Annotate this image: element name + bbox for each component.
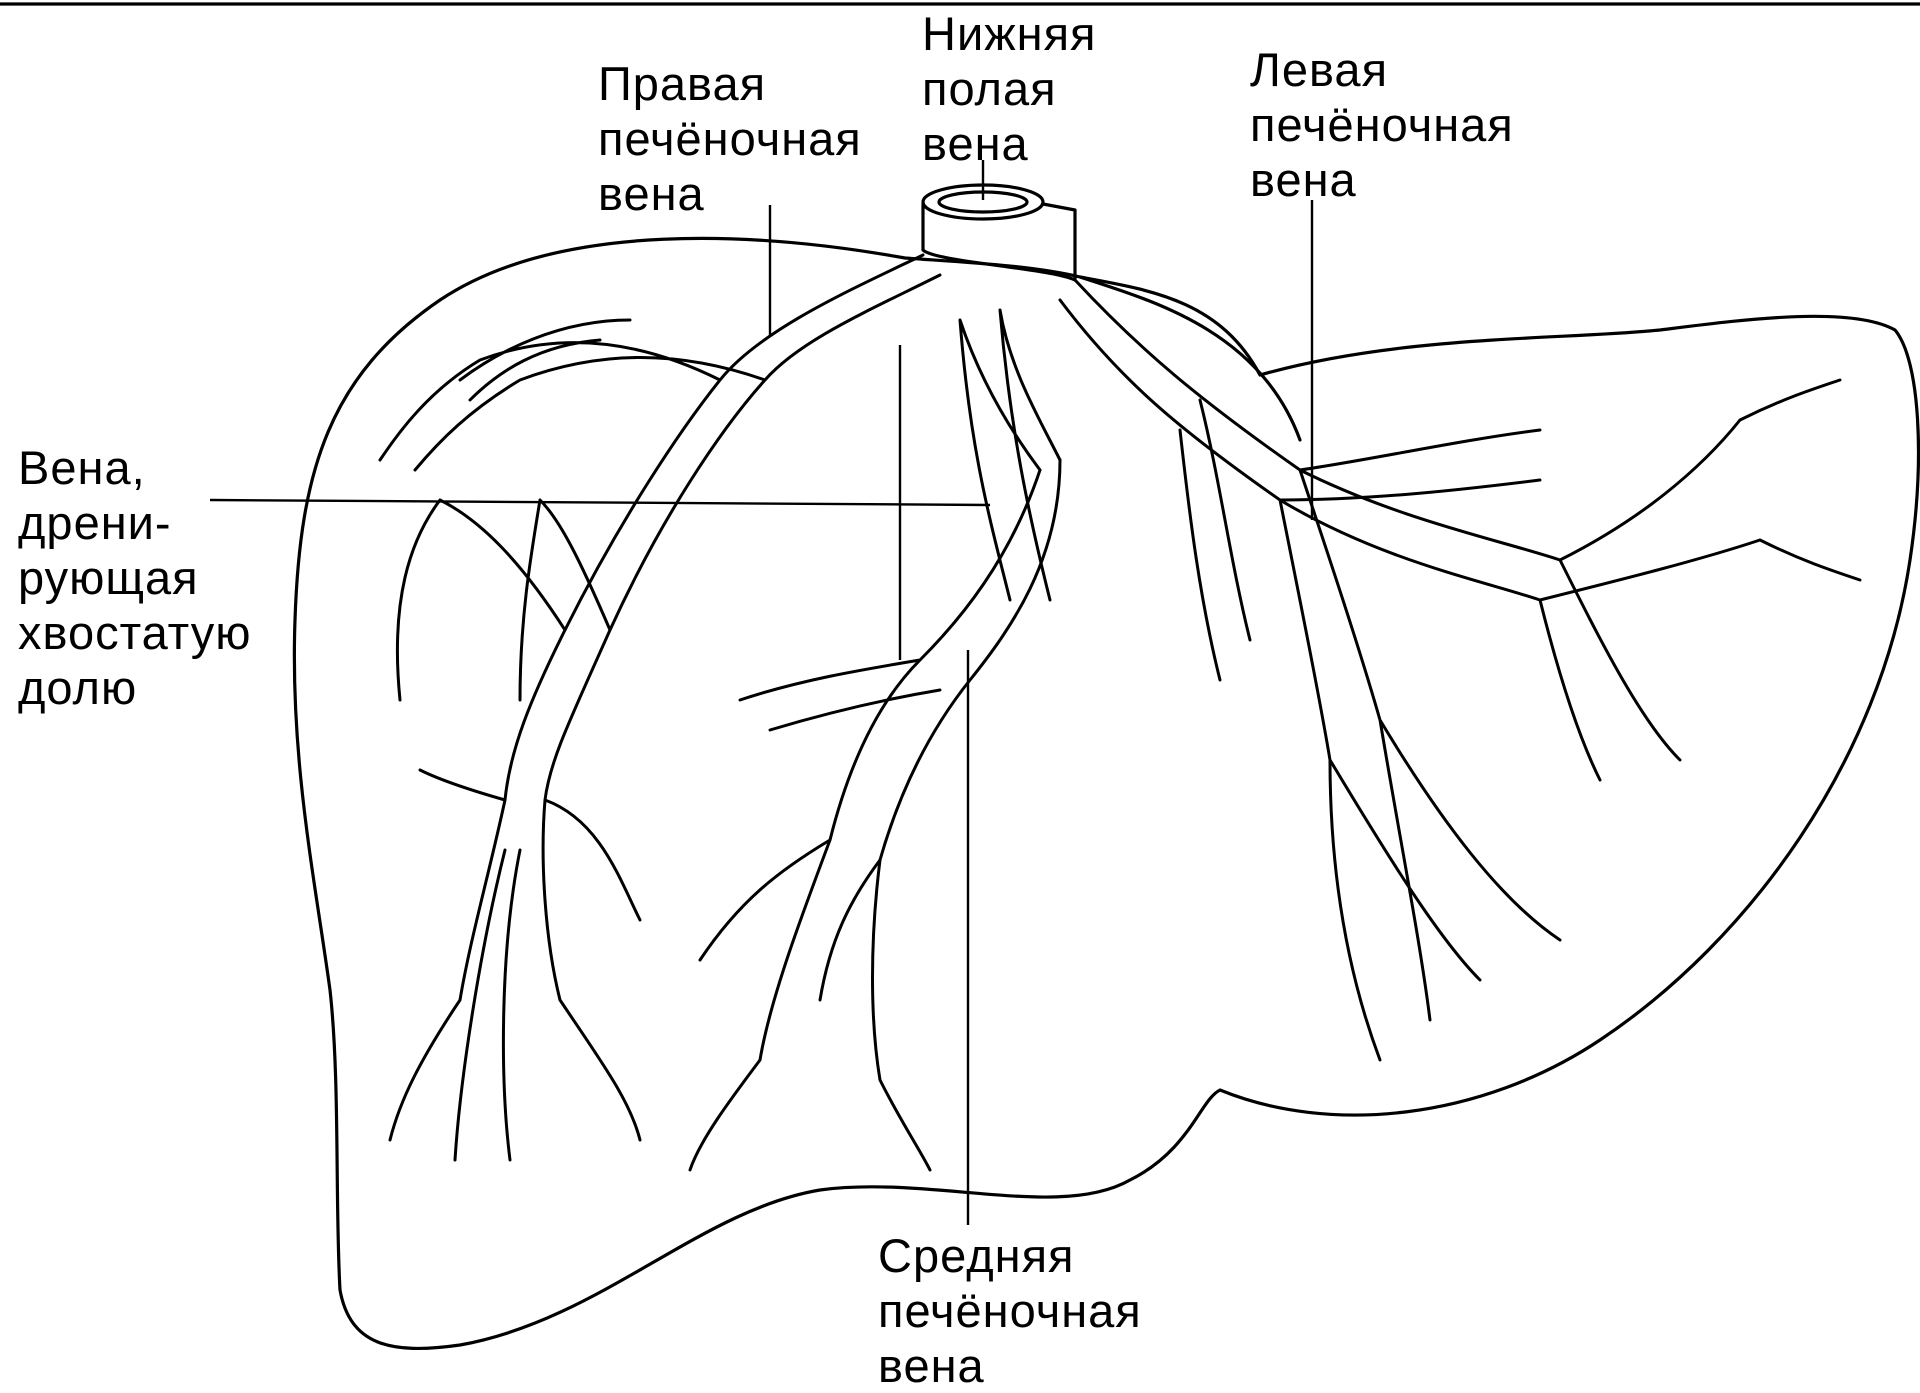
middle-hepatic-label-line-1: Средняя	[878, 1228, 1142, 1283]
caudate-vein-label-line-1: Вена,	[18, 440, 252, 495]
middle-hepatic-label: Средняя печёночная вена	[878, 1228, 1142, 1393]
ivc-label-line-2: полая	[922, 61, 1097, 116]
left-hepatic-label: Левая печёночная вена	[1250, 42, 1514, 207]
left-hepatic-label-line-2: печёночная	[1250, 97, 1514, 152]
caudate-vein-label-line-3: рующая	[18, 550, 252, 605]
middle-hepatic-vein	[690, 460, 1060, 1170]
right-hepatic-label: Правая печёночная вена	[598, 56, 862, 221]
right-hepatic-label-line-1: Правая	[598, 56, 862, 111]
caudate-vein-label-line-4: хвостатую	[18, 605, 252, 660]
caudate-vein-label: Вена, дрени- рующая хвостатую долю	[18, 440, 252, 715]
caudate-vein-label-line-5: долю	[18, 660, 252, 715]
right-hepatic-label-line-3: вена	[598, 166, 862, 221]
lobe-contour	[1080, 277, 1300, 440]
leader-caudate	[210, 500, 990, 505]
caudate-vein-label-line-2: дрени-	[18, 495, 252, 550]
ivc-label: Нижняя полая вена	[922, 6, 1097, 171]
middle-hepatic-label-line-2: печёночная	[878, 1283, 1142, 1338]
left-hepatic-label-line-3: вена	[1250, 152, 1514, 207]
ivc-label-line-3: вена	[922, 116, 1097, 171]
ivc-label-line-1: Нижняя	[922, 6, 1097, 61]
right-hepatic-label-line-2: печёночная	[598, 111, 862, 166]
liver-outline	[294, 238, 1918, 1348]
left-hepatic-vein	[1060, 280, 1860, 1060]
left-hepatic-label-line-1: Левая	[1250, 42, 1514, 97]
